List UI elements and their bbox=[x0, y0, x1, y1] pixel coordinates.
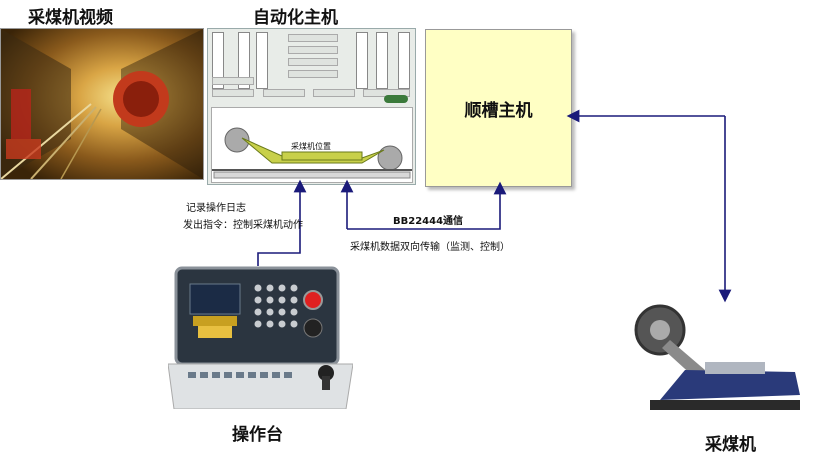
gauge-strip bbox=[376, 32, 388, 89]
gauge-strip bbox=[356, 32, 368, 89]
video-title: 采煤机视频 bbox=[28, 8, 113, 28]
shearer-diagram bbox=[212, 127, 412, 179]
shearer-position-view: 采煤机位置 bbox=[211, 107, 413, 183]
auto-host-title: 自动化主机 bbox=[253, 8, 338, 28]
status-field bbox=[288, 70, 338, 78]
status-field bbox=[288, 58, 338, 66]
shunt-host-box: 顺槽主机 bbox=[425, 29, 572, 187]
gauge-strip bbox=[398, 32, 410, 89]
status-field bbox=[313, 89, 355, 97]
auto-to-shunt-arrow bbox=[347, 181, 507, 230]
status-field bbox=[212, 77, 254, 85]
command-annotation: 发出指令：控制采煤机动作 bbox=[183, 220, 303, 231]
status-indicator bbox=[384, 95, 408, 103]
shearer-illustration bbox=[634, 304, 800, 410]
mine-tunnel-illustration bbox=[1, 29, 203, 179]
bb-comm-annotation: BB22444通信 bbox=[393, 216, 464, 227]
gauge-strip bbox=[256, 32, 268, 89]
automation-host-screen: 采煤机位置 bbox=[207, 28, 416, 185]
shearer-position-label: 采煤机位置 bbox=[291, 142, 331, 151]
console-title: 操作台 bbox=[232, 425, 283, 445]
status-field bbox=[288, 46, 338, 54]
status-field bbox=[263, 89, 305, 97]
gauge-strip bbox=[238, 32, 250, 89]
gauge-strip bbox=[212, 32, 224, 89]
console-illustration bbox=[167, 266, 354, 410]
shearer-machine-image bbox=[630, 300, 810, 415]
status-field bbox=[212, 89, 254, 97]
operating-console-image bbox=[167, 266, 354, 410]
console-to-auto-arrow bbox=[257, 179, 307, 266]
shunt-host-label: 顺槽主机 bbox=[464, 100, 533, 121]
shearer-video-image bbox=[0, 28, 204, 180]
log-annotation: 记录操作日志 bbox=[186, 203, 246, 214]
transfer-annotation: 采煤机数据双向传输（监测、控制） bbox=[350, 242, 510, 253]
shearer-title: 采煤机 bbox=[705, 435, 756, 455]
status-field bbox=[288, 34, 338, 42]
